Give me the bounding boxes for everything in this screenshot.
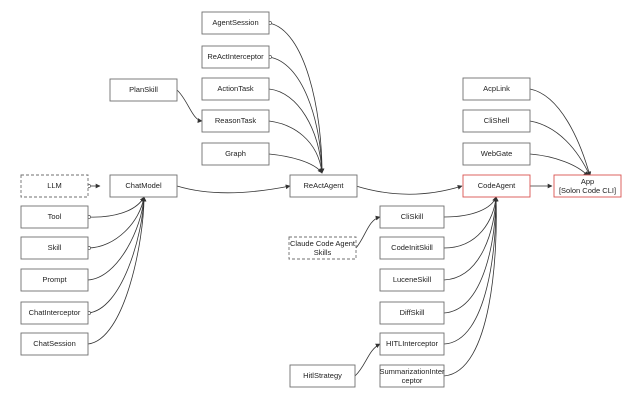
node-agent-session[interactable]: AgentSession bbox=[201, 11, 270, 35]
node-chat-session[interactable]: ChatSession bbox=[20, 332, 89, 356]
node-hitl-strategy[interactable]: HitlStrategy bbox=[289, 364, 356, 388]
node-chat-model[interactable]: ChatModel bbox=[109, 174, 178, 198]
node-label: HitlStrategy bbox=[303, 371, 342, 380]
node-react-agent[interactable]: ReActAgent bbox=[289, 174, 358, 198]
node-label: CliSkill bbox=[401, 212, 424, 221]
node-diff-skill[interactable]: DiffSkill bbox=[379, 301, 445, 325]
node-label: DiffSkill bbox=[400, 308, 425, 317]
edge-code-init-skill-to-code-agent bbox=[443, 196, 499, 249]
node-web-gate[interactable]: WebGate bbox=[462, 142, 531, 166]
edges bbox=[87, 21, 592, 377]
node-react-interceptor[interactable]: ReActInterceptor bbox=[201, 45, 270, 69]
node-lucene-skill[interactable]: LuceneSkill bbox=[379, 268, 445, 292]
node-label: CliShell bbox=[484, 116, 510, 125]
node-acp-link[interactable]: AcpLink bbox=[462, 77, 531, 101]
edge-agent-session-to-react-agent bbox=[268, 22, 325, 174]
node-cli-skill[interactable]: CliSkill bbox=[379, 205, 445, 229]
node-label-line2: ceptor bbox=[402, 376, 423, 385]
edge-graph-to-react-agent bbox=[268, 153, 323, 174]
node-label: AcpLink bbox=[483, 84, 510, 93]
edge-cli-shell-to-app bbox=[529, 120, 591, 177]
node-hitl-interceptor[interactable]: HITLInterceptor bbox=[379, 332, 445, 356]
node-plan-skill[interactable]: PlanSkill bbox=[109, 78, 178, 102]
node-action-task[interactable]: ActionTask bbox=[201, 77, 270, 101]
edge-claude-skills-to-cli-skill bbox=[355, 215, 381, 249]
node-summarization-interceptor[interactable]: SummarizationInter ceptor bbox=[379, 364, 445, 388]
node-graph[interactable]: Graph bbox=[201, 142, 270, 166]
node-label: HITLInterceptor bbox=[386, 339, 439, 348]
edge-acp-link-to-app bbox=[529, 88, 592, 177]
node-label: ChatInterceptor bbox=[29, 308, 81, 317]
node-label-line2: Skills bbox=[314, 248, 332, 257]
node-label: ReActAgent bbox=[303, 181, 344, 190]
node-label-line1: App bbox=[581, 177, 594, 186]
edge-react-agent-to-code-agent bbox=[355, 184, 463, 195]
edge-skill-to-chat-model bbox=[87, 196, 146, 249]
node-label: ActionTask bbox=[217, 84, 254, 93]
node-label-line2: [Solon Code CLI] bbox=[559, 186, 616, 195]
edge-reason-task-to-react-agent bbox=[268, 120, 324, 174]
node-label: CodeAgent bbox=[478, 181, 516, 190]
node-chat-interceptor[interactable]: ChatInterceptor bbox=[20, 301, 89, 325]
edge-chat-interceptor-to-chat-model bbox=[87, 196, 147, 314]
node-label: PlanSkill bbox=[129, 85, 158, 94]
node-code-init-skill[interactable]: CodeInitSkill bbox=[379, 236, 445, 260]
node-label: AgentSession bbox=[212, 18, 258, 27]
node-label: WebGate bbox=[481, 149, 513, 158]
edge-tool-to-chat-model bbox=[87, 196, 145, 218]
node-reason-task[interactable]: ReasonTask bbox=[201, 109, 270, 133]
edge-chat-model-to-react-agent bbox=[176, 184, 291, 194]
edge-summarization-to-code-agent bbox=[443, 196, 499, 377]
edge-lucene-skill-to-code-agent bbox=[443, 196, 499, 281]
node-label: LuceneSkill bbox=[393, 275, 432, 284]
node-label: Graph bbox=[225, 149, 246, 158]
node-cli-shell[interactable]: CliShell bbox=[462, 109, 531, 133]
node-label: Prompt bbox=[42, 275, 67, 284]
edge-cli-skill-to-code-agent bbox=[443, 196, 497, 218]
node-code-agent[interactable]: CodeAgent bbox=[462, 174, 531, 198]
node-label: Skill bbox=[48, 243, 62, 252]
node-tool[interactable]: Tool bbox=[20, 205, 89, 229]
node-label: ChatSession bbox=[33, 339, 76, 348]
node-label: CodeInitSkill bbox=[391, 243, 433, 252]
node-label: ChatModel bbox=[125, 181, 162, 190]
edge-diff-skill-to-code-agent bbox=[443, 196, 499, 314]
edge-prompt-to-chat-model bbox=[87, 196, 147, 281]
edge-hitl-strategy-to-hitl-interceptor bbox=[354, 343, 381, 377]
nodes: AgentSession ReActInterceptor ActionTask… bbox=[20, 11, 622, 388]
node-claude-code-skills[interactable]: Claude Code Agent Skills bbox=[288, 236, 357, 260]
node-label: Tool bbox=[48, 212, 62, 221]
node-label-line1: SummarizationInter bbox=[379, 367, 445, 376]
node-label: ReActInterceptor bbox=[207, 52, 264, 61]
node-label-line1: Claude Code Agent bbox=[290, 239, 356, 248]
node-label: LLM bbox=[47, 181, 62, 190]
edge-plan-skill-to-reason-task bbox=[176, 89, 203, 123]
node-label: ReasonTask bbox=[215, 116, 257, 125]
node-llm[interactable]: LLM bbox=[20, 174, 89, 198]
edge-hitl-interceptor-to-code-agent bbox=[443, 196, 499, 345]
edge-react-interceptor-to-react-agent bbox=[268, 56, 325, 174]
node-app[interactable]: App [Solon Code CLI] bbox=[553, 174, 622, 198]
node-skill[interactable]: Skill bbox=[20, 236, 89, 260]
edge-web-gate-to-app bbox=[529, 153, 589, 177]
edge-action-task-to-react-agent bbox=[268, 88, 325, 174]
node-prompt[interactable]: Prompt bbox=[20, 268, 89, 292]
